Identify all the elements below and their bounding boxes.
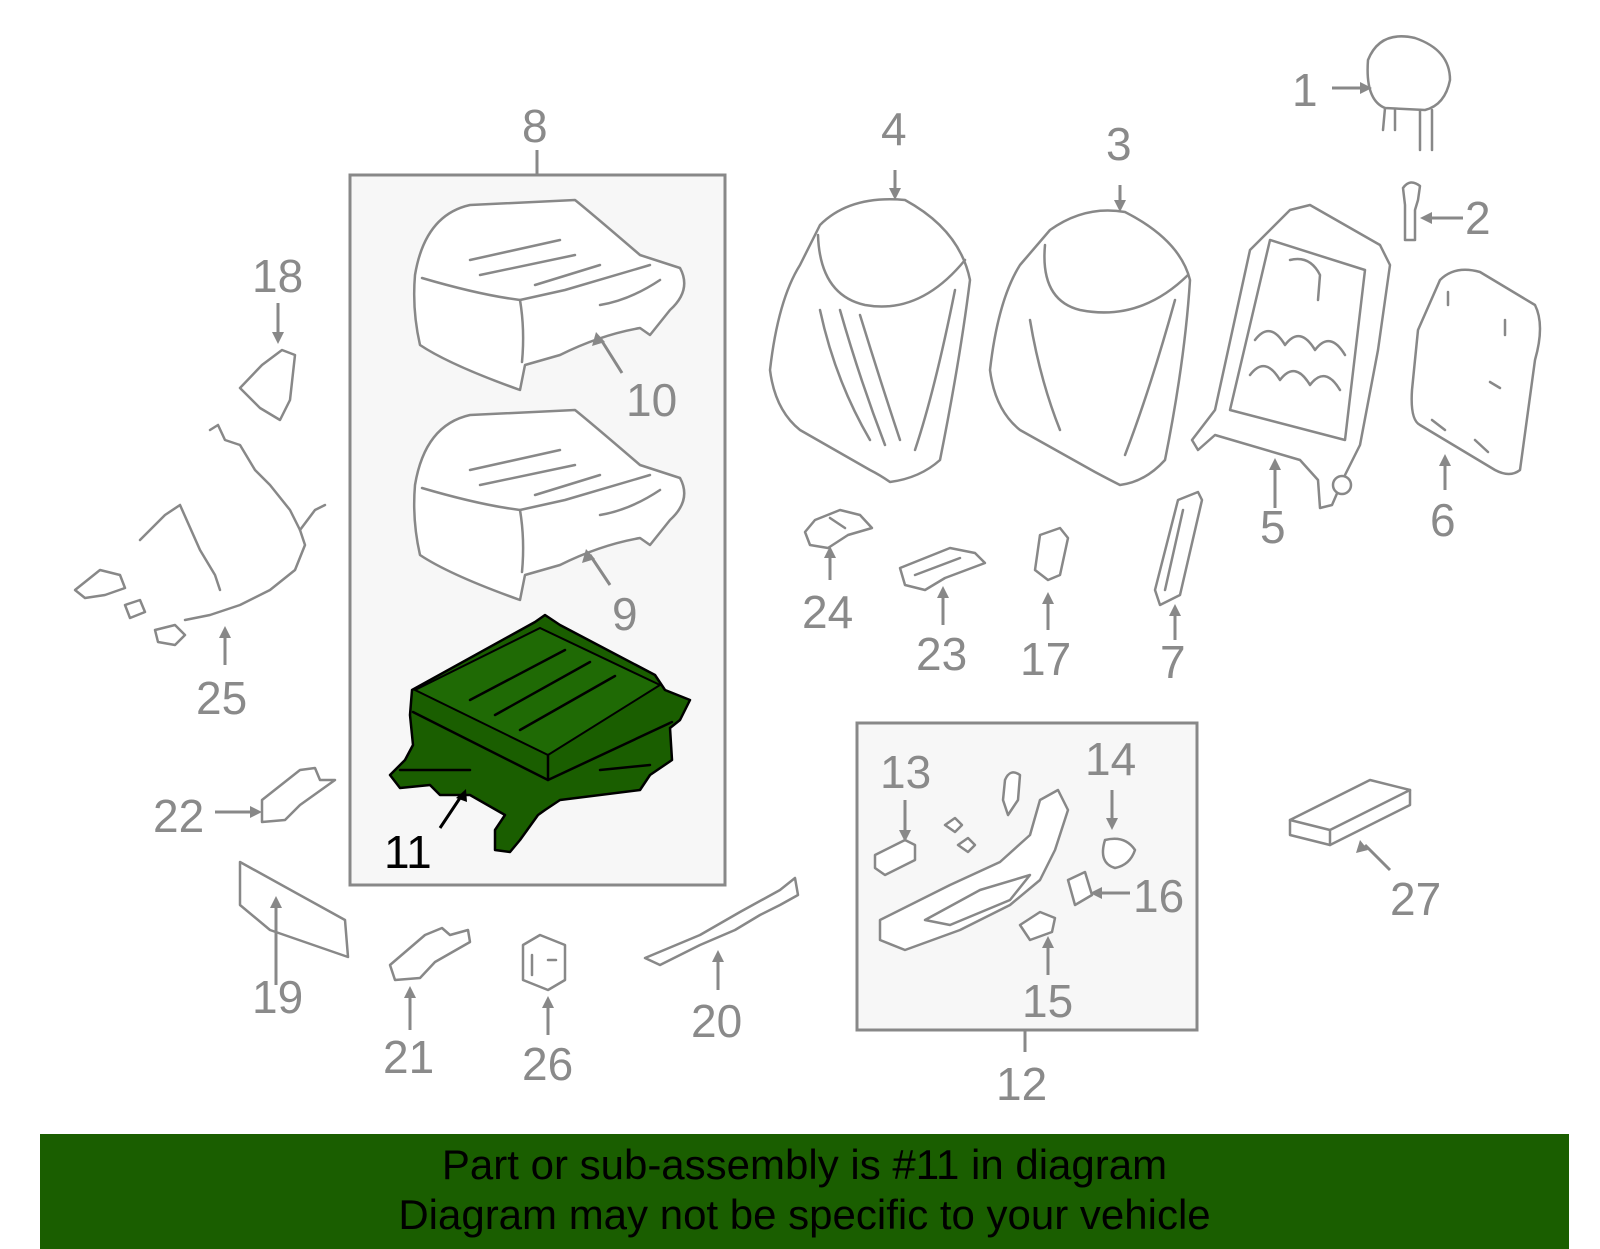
callout-19: 19	[252, 971, 303, 1023]
part-19-trim-panel[interactable]	[238, 860, 350, 959]
callout-15: 15	[1022, 975, 1073, 1027]
callout-8: 8	[522, 100, 548, 152]
part-screws[interactable]	[943, 816, 977, 854]
callout-1: 1	[1292, 64, 1318, 116]
callout-11: 11	[384, 826, 432, 878]
part-3-back-pad[interactable]	[988, 209, 1192, 487]
banner-line-1: Part or sub-assembly is #11 in diagram	[441, 1141, 1168, 1188]
callout-12: 12	[996, 1058, 1047, 1110]
callout-3: 3	[1106, 118, 1132, 170]
callout-16: 16	[1133, 870, 1184, 922]
callout-25: 25	[196, 672, 247, 724]
callout-18: 18	[252, 250, 303, 302]
part-24-bracket[interactable]	[803, 508, 874, 550]
callout-4: 4	[881, 103, 907, 155]
part-9-cushion-pad[interactable]	[412, 408, 686, 602]
part-22-bracket[interactable]	[260, 766, 337, 824]
callout-14: 14	[1085, 733, 1136, 785]
part-25-wiring-harness[interactable]	[73, 423, 327, 647]
part-21-bracket[interactable]	[388, 926, 472, 982]
callout-2: 2	[1465, 192, 1491, 244]
part-20-rail-cover[interactable]	[643, 876, 800, 967]
callout-23: 23	[916, 628, 967, 680]
callout-7: 7	[1160, 636, 1186, 688]
part-1-headrest[interactable]	[1366, 35, 1452, 152]
callout-13: 13	[880, 746, 931, 798]
part-7-trim[interactable]	[1153, 490, 1204, 607]
callout-20: 20	[691, 995, 742, 1047]
callout-27: 27	[1390, 873, 1441, 925]
callout-9: 9	[612, 588, 638, 640]
callout-10: 10	[626, 374, 677, 426]
part-14-knob[interactable]	[1101, 837, 1137, 870]
callout-24: 24	[802, 586, 853, 638]
part-23-bracket[interactable]	[898, 546, 987, 592]
callout-6: 6	[1430, 494, 1456, 546]
part-16-knob[interactable]	[1066, 870, 1094, 907]
part-6-back-board[interactable]	[1410, 268, 1542, 476]
part-4-back-cover[interactable]	[768, 198, 972, 484]
banner-line-2: Diagram may not be specific to your vehi…	[398, 1191, 1211, 1238]
part-15-knob[interactable]	[1018, 910, 1057, 942]
part-12-side-shield[interactable]	[878, 771, 1070, 952]
callout-22: 22	[153, 790, 204, 842]
part-26-clip[interactable]	[521, 933, 567, 992]
callout-26: 26	[522, 1038, 573, 1090]
part-5-back-frame[interactable]	[1190, 203, 1392, 510]
info-banner: Part or sub-assembly is #11 in diagram D…	[40, 1134, 1569, 1249]
callout-21: 21	[383, 1031, 434, 1083]
part-2-headrest-guide[interactable]	[1401, 181, 1422, 242]
part-27-control-module[interactable]	[1288, 778, 1412, 847]
part-10-cushion-cover[interactable]	[412, 198, 686, 392]
callout-17: 17	[1020, 633, 1071, 685]
part-18-cover[interactable]	[238, 348, 297, 422]
callout-5: 5	[1260, 501, 1286, 553]
part-17-trim[interactable]	[1033, 526, 1070, 582]
